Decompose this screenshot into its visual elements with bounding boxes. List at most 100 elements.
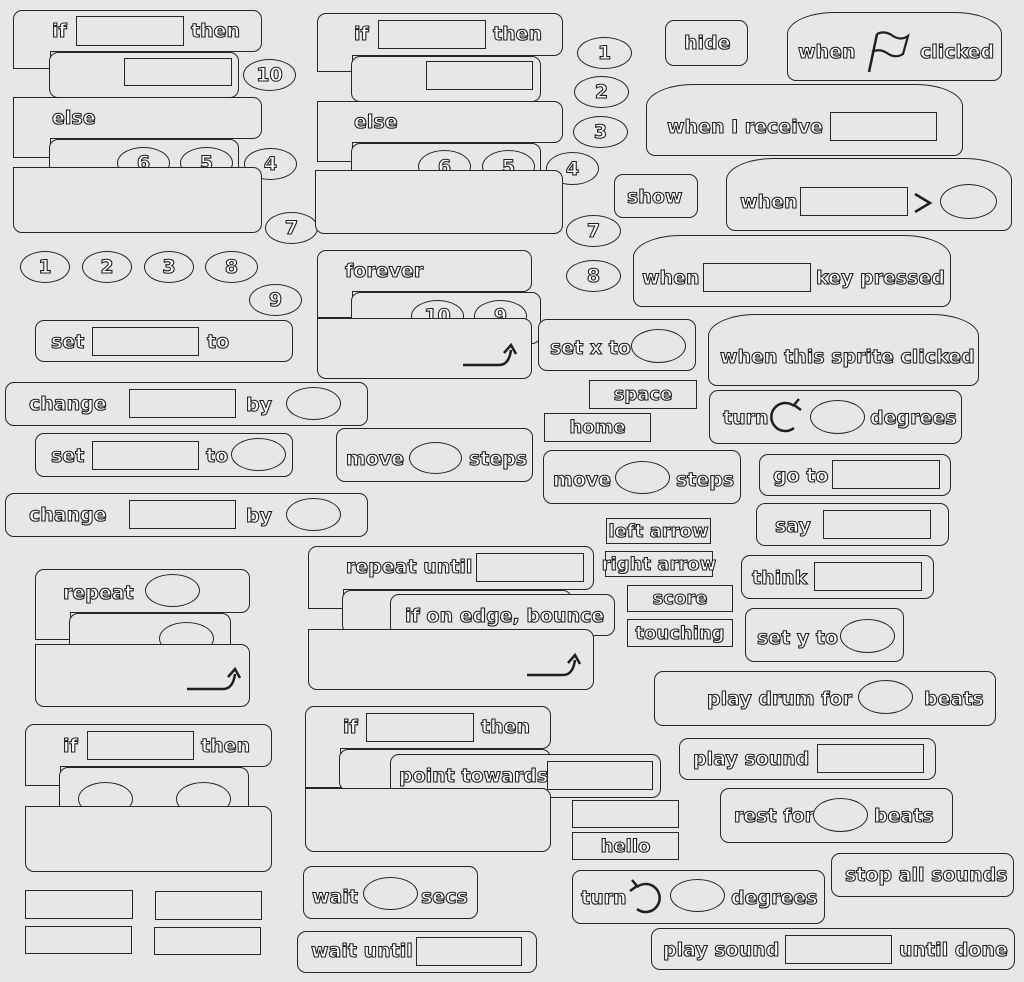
value-oval[interactable] (231, 438, 286, 471)
if-else-block-bottom (315, 170, 563, 234)
rotate-clockwise-icon (770, 398, 802, 433)
set-x-block[interactable] (538, 319, 696, 371)
empty-slot[interactable] (154, 927, 261, 955)
left-arrow-key-label[interactable]: left arrow (606, 518, 711, 544)
when-sprite-clicked-label: when this sprite clicked (719, 345, 975, 368)
if-then-block-bottom (25, 806, 272, 872)
value-slot[interactable] (426, 61, 533, 90)
when-sprite-clicked-block[interactable] (708, 314, 979, 386)
number-oval-9[interactable]: 9 (249, 284, 302, 316)
set-y-to-label: set y to (756, 626, 839, 649)
number-oval-7[interactable]: 7 (265, 212, 318, 244)
steps-label: steps (675, 468, 735, 491)
if-then-block-notch (25, 766, 61, 786)
target-slot[interactable] (547, 761, 653, 790)
clicked-label: clicked (919, 40, 995, 63)
rest-beats-oval[interactable] (813, 798, 868, 832)
variable-slot[interactable] (129, 389, 236, 418)
message-slot[interactable] (823, 510, 931, 539)
threshold-oval[interactable] (940, 184, 997, 219)
number-oval-8[interactable]: 8 (566, 260, 621, 292)
target-slot[interactable] (832, 460, 940, 489)
forever-block-bottom (317, 318, 532, 379)
sound-slot[interactable] (817, 744, 924, 773)
play-drum-block[interactable] (654, 671, 996, 726)
when-key-pressed-block[interactable] (633, 235, 951, 307)
number-oval-1[interactable]: 1 (20, 251, 70, 283)
point-towards-label: point towards (398, 764, 549, 787)
to-label: to (205, 444, 229, 467)
repeat-block-top[interactable] (35, 569, 250, 613)
right-arrow-key-label[interactable]: right arrow (601, 551, 717, 577)
condition-slot[interactable] (366, 713, 474, 742)
move-label: move (552, 468, 612, 491)
degrees-oval[interactable] (810, 400, 865, 434)
empty-slot[interactable] (155, 891, 262, 920)
variable-slot[interactable] (129, 500, 236, 529)
say-label: say (774, 514, 811, 537)
forever-label: forever (344, 259, 424, 282)
condition-slot[interactable] (476, 553, 584, 582)
condition-slot[interactable] (416, 937, 522, 966)
play-sound-label: play sound (692, 747, 810, 770)
touching-label[interactable]: touching (627, 619, 733, 647)
rest-for-label: rest for (733, 804, 814, 827)
x-value-oval[interactable] (631, 329, 686, 363)
condition-slot[interactable] (76, 16, 184, 46)
hide-block[interactable] (665, 20, 748, 66)
change-label: change (28, 503, 107, 526)
empty-slot[interactable] (572, 800, 679, 828)
number-oval-8[interactable]: 8 (205, 251, 258, 283)
value-oval[interactable] (286, 498, 341, 531)
if-label: if (62, 734, 78, 757)
empty-slot[interactable] (25, 926, 132, 954)
score-label[interactable]: score (627, 585, 733, 612)
number-oval-4[interactable]: 4 (244, 148, 297, 180)
number-oval-1[interactable]: 1 (577, 37, 632, 69)
degrees-label: degrees (730, 886, 818, 909)
drum-beats-oval[interactable] (858, 680, 913, 714)
repeat-count-oval[interactable] (145, 574, 200, 607)
empty-slot[interactable] (25, 890, 133, 919)
when-i-receive-label: when I receive (666, 115, 823, 138)
forever-block-top[interactable] (317, 250, 532, 292)
greater-than-icon (914, 192, 933, 214)
number-oval-7[interactable]: 7 (566, 215, 621, 247)
steps-oval[interactable] (615, 461, 670, 494)
set-label: set (50, 330, 85, 353)
variable-slot[interactable] (92, 327, 199, 356)
home-label[interactable]: home (544, 413, 651, 442)
then-label: then (190, 19, 241, 42)
when-flag-clicked-block[interactable] (787, 12, 1002, 81)
variable-slot[interactable] (92, 441, 199, 470)
number-oval-2[interactable]: 2 (574, 76, 629, 108)
degrees-oval[interactable] (670, 879, 725, 912)
steps-oval[interactable] (409, 442, 462, 474)
message-slot[interactable] (814, 562, 922, 591)
number-oval-3[interactable]: 3 (144, 251, 194, 283)
sound-slot[interactable] (785, 935, 892, 964)
sensor-slot[interactable] (800, 187, 908, 216)
by-label: by (245, 504, 272, 527)
if-label: if (353, 22, 369, 45)
message-slot[interactable] (830, 112, 937, 141)
space-key-label[interactable]: space (589, 380, 697, 409)
stop-all-sounds-block[interactable] (831, 853, 1014, 897)
y-value-oval[interactable] (840, 619, 895, 653)
stop-all-sounds-label: stop all sounds (844, 863, 1008, 886)
number-oval-3[interactable]: 3 (573, 116, 628, 148)
value-oval[interactable] (286, 387, 341, 420)
else-label: else (51, 106, 96, 129)
secs-oval[interactable] (363, 877, 418, 910)
value-slot[interactable] (124, 58, 232, 86)
key-slot[interactable] (703, 263, 811, 292)
condition-slot[interactable] (87, 731, 194, 760)
hello-label[interactable]: hello (572, 832, 679, 860)
condition-slot[interactable] (378, 20, 486, 49)
show-block[interactable] (614, 174, 698, 218)
number-oval-2[interactable]: 2 (82, 251, 132, 283)
loop-arrow-icon (527, 652, 582, 677)
loop-arrow-icon (463, 342, 518, 367)
number-oval-10[interactable]: 10 (243, 59, 296, 91)
